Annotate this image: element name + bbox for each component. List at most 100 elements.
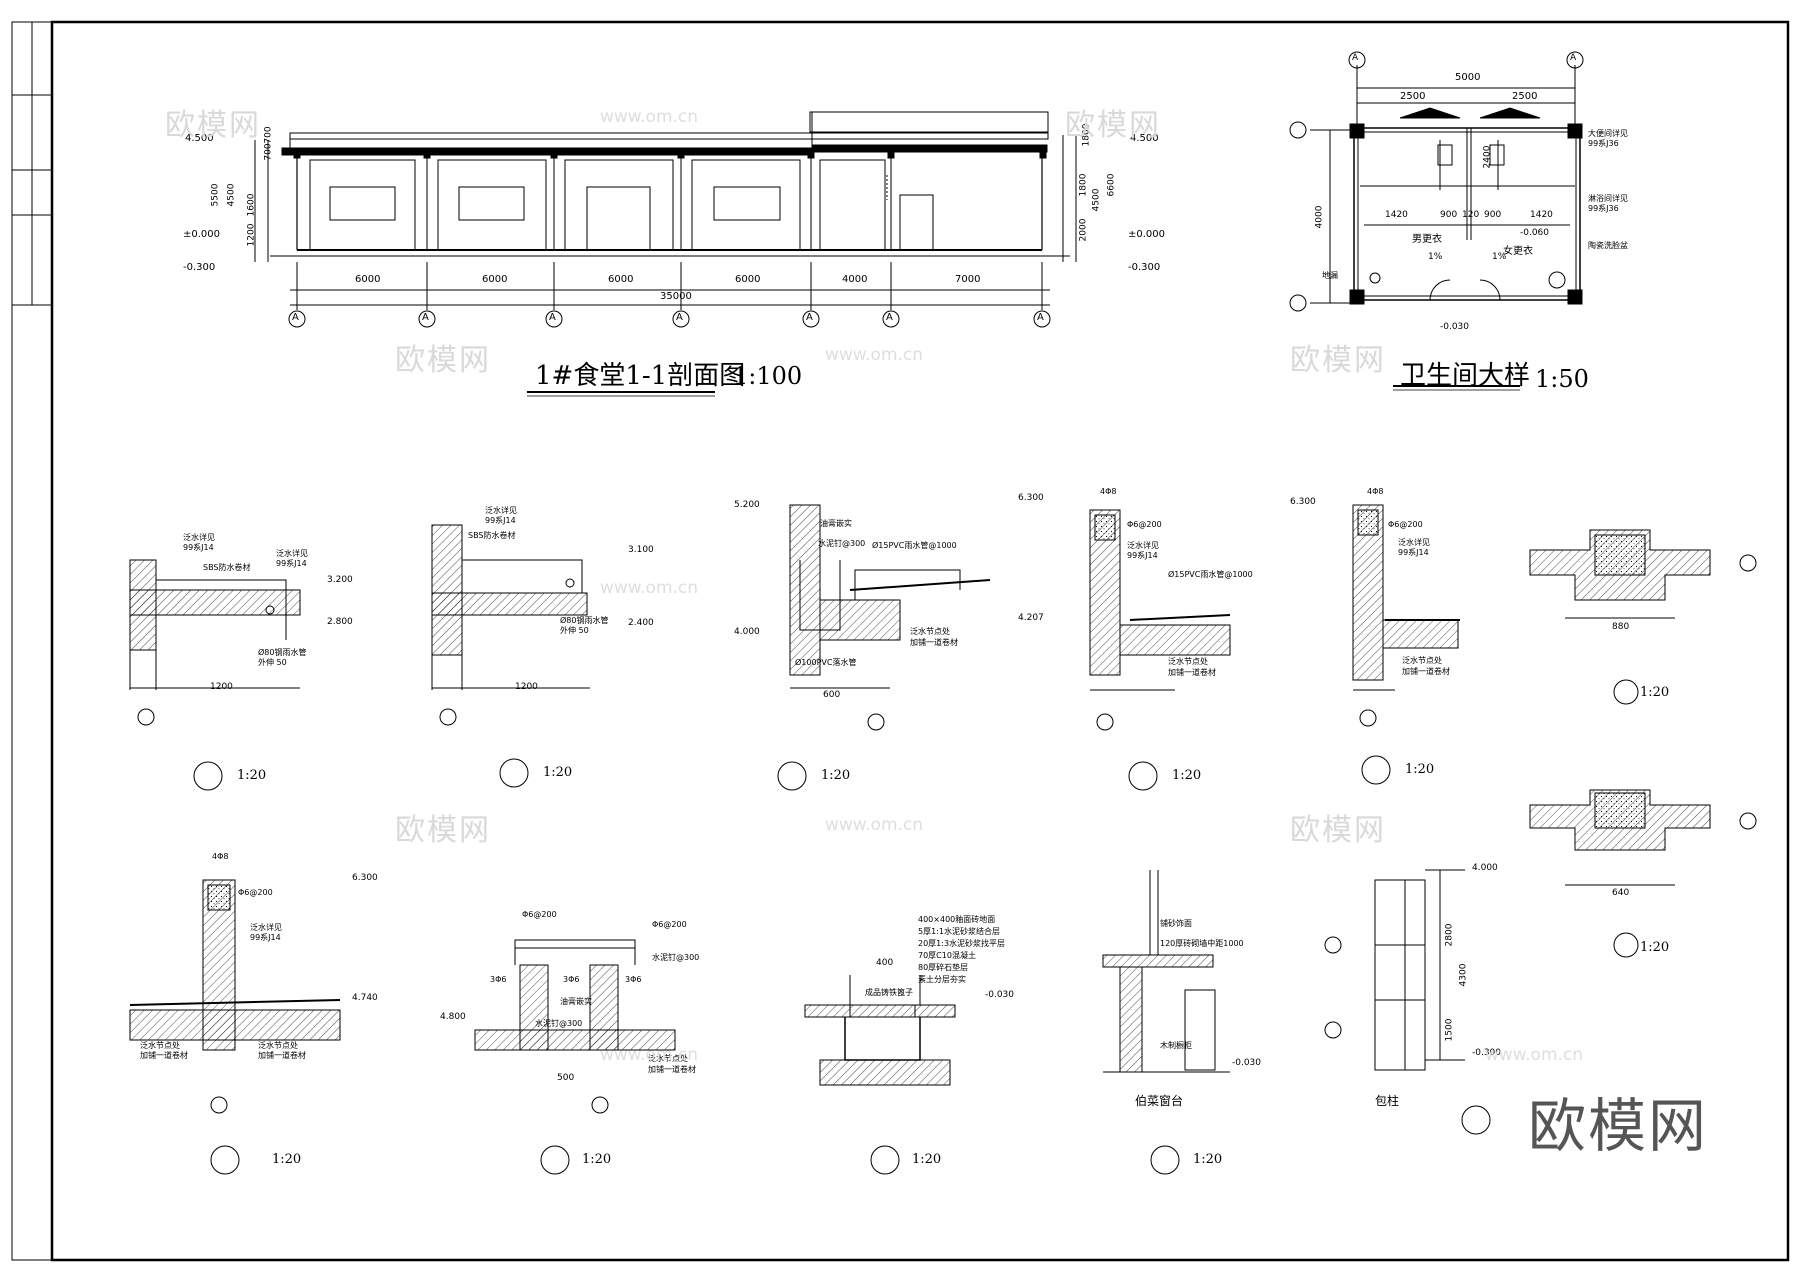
axis-label: A bbox=[886, 312, 893, 323]
detail-8 bbox=[474, 939, 676, 1114]
detail-6 bbox=[1529, 529, 1757, 705]
note: 400×400釉面砖地面 bbox=[918, 915, 996, 924]
section-title: 1#食堂1-1剖面图 bbox=[535, 361, 746, 391]
watermark: 欧模网 bbox=[395, 343, 491, 378]
note: SBS防水卷材 bbox=[203, 563, 251, 572]
toilet-note: 大便间详见 bbox=[1588, 129, 1628, 138]
note: 泛水节点处 bbox=[910, 627, 950, 636]
detail-scale: 1:20 bbox=[1172, 768, 1202, 783]
toilet-note: 地漏 bbox=[1322, 271, 1338, 280]
span-dim: 7000 bbox=[955, 274, 981, 285]
watermark: 欧模网 bbox=[165, 108, 261, 143]
note: 加铺一道卷材 bbox=[140, 1051, 188, 1060]
note: Φ6@200 bbox=[522, 910, 557, 919]
detail-4 bbox=[1089, 509, 1231, 731]
note: 4Φ8 bbox=[212, 852, 229, 861]
note: 加铺一道卷材 bbox=[1402, 667, 1450, 676]
elev-right-top: 4.500 bbox=[1130, 133, 1159, 144]
detail-3 bbox=[789, 504, 991, 731]
axis-label: A bbox=[1570, 53, 1577, 63]
watermark-url: www.om.cn bbox=[600, 578, 699, 598]
note: 泛水详见 bbox=[276, 549, 308, 558]
note: 加铺一道卷材 bbox=[1168, 668, 1216, 677]
toilet-inner-dim: 900 bbox=[1484, 210, 1502, 220]
toilet-plan bbox=[1289, 51, 1584, 391]
level: 3.200 bbox=[327, 575, 353, 585]
vdim: 1800 bbox=[1078, 173, 1089, 197]
note: 3Φ6 bbox=[625, 975, 642, 984]
section-1-1 bbox=[254, 111, 1077, 397]
room-label: 女更衣 bbox=[1503, 246, 1533, 257]
detail-scale: 1:20 bbox=[1193, 1152, 1223, 1167]
note: 20厚1:3水泥砂浆找平层 bbox=[918, 939, 1006, 948]
axis-label: A bbox=[549, 312, 556, 323]
level: 4.207 bbox=[1018, 613, 1044, 623]
axis-label: A bbox=[676, 312, 683, 323]
detail-2 bbox=[431, 524, 590, 726]
note: 木制橱柜 bbox=[1160, 1041, 1192, 1050]
detail-scale: 1:20 bbox=[237, 768, 267, 783]
note: 泛水节点处 bbox=[258, 1041, 298, 1050]
detail-title: 包柱 bbox=[1375, 1094, 1400, 1108]
level: 4.000 bbox=[734, 627, 760, 637]
dim: 640 bbox=[1612, 888, 1630, 898]
level: 4.000 bbox=[1472, 863, 1498, 873]
level: 2.400 bbox=[628, 618, 654, 628]
note: 99系J14 bbox=[183, 543, 214, 552]
vdim: 1200 bbox=[246, 223, 257, 247]
detail-5 bbox=[1352, 504, 1460, 727]
detail-10 bbox=[1102, 870, 1230, 1073]
watermark-url: www.om.cn bbox=[1485, 1045, 1584, 1065]
note: 水泥钉@300 bbox=[818, 539, 866, 548]
toilet-inner-dim: 1420 bbox=[1385, 210, 1408, 220]
dim: 1200 bbox=[210, 682, 233, 692]
toilet-level: -0.030 bbox=[1440, 322, 1470, 332]
note: 泛水详见 bbox=[250, 923, 282, 932]
toilet-note: 99系J36 bbox=[1588, 204, 1619, 213]
note: 泛水详见 bbox=[1127, 541, 1159, 550]
span-dim: 6000 bbox=[735, 274, 761, 285]
note: 泛水节点处 bbox=[648, 1054, 688, 1063]
note: 水泥钉@300 bbox=[652, 953, 700, 962]
axis-label: A bbox=[1352, 53, 1359, 63]
vdim: 5500 bbox=[210, 183, 221, 207]
elev-left-zero: ±0.000 bbox=[183, 229, 221, 240]
elev-left-bottom: -0.300 bbox=[183, 262, 216, 273]
note: 泛水详见 bbox=[1398, 538, 1430, 547]
note: 素土分层夯实 bbox=[918, 975, 966, 984]
detail-1 bbox=[129, 559, 301, 726]
span-dim: 6000 bbox=[608, 274, 634, 285]
toilet-dim-left: 4000 bbox=[1314, 205, 1325, 229]
inner-border bbox=[50, 20, 1790, 1262]
level: 4.740 bbox=[352, 993, 378, 1003]
note: 80厚碎石垫层 bbox=[918, 963, 969, 972]
toilet-dim-total: 5000 bbox=[1455, 72, 1481, 83]
toilet-dim-vertical: 2400 bbox=[1482, 145, 1493, 169]
level: 3.100 bbox=[628, 545, 654, 555]
note: 4Φ8 bbox=[1367, 487, 1384, 496]
note: Φ6@200 bbox=[1388, 520, 1423, 529]
note: 油膏嵌实 bbox=[560, 997, 592, 1006]
watermark-url: www.om.cn bbox=[825, 345, 924, 365]
toilet-inner-dim: 120 bbox=[1462, 210, 1480, 220]
level: 6.300 bbox=[352, 873, 378, 883]
toilet-title: 卫生间大样 bbox=[1400, 361, 1531, 391]
detail-7 bbox=[129, 879, 341, 1114]
detail-scale: 1:20 bbox=[272, 1152, 302, 1167]
dim: 1500 bbox=[1444, 1018, 1455, 1042]
toilet-level: -0.060 bbox=[1520, 228, 1550, 238]
note: 外伸 50 bbox=[560, 626, 589, 635]
total-dim: 35000 bbox=[660, 291, 692, 302]
detail-11 bbox=[1324, 869, 1465, 1071]
detail-scale: 1:20 bbox=[912, 1152, 942, 1167]
vdim: 6600 bbox=[1106, 173, 1117, 197]
note: Ø15PVC雨水管@1000 bbox=[1168, 570, 1253, 579]
detail-scale: 1:20 bbox=[1640, 685, 1670, 700]
level: 5.200 bbox=[734, 500, 760, 510]
note: 铺砂饰面 bbox=[1160, 919, 1192, 928]
watermark-url: www.om.cn bbox=[825, 815, 924, 835]
span-dim: 4000 bbox=[842, 274, 868, 285]
toilet-note: 陶瓷洗脸盆 bbox=[1588, 241, 1628, 250]
detail-12 bbox=[1529, 789, 1757, 958]
